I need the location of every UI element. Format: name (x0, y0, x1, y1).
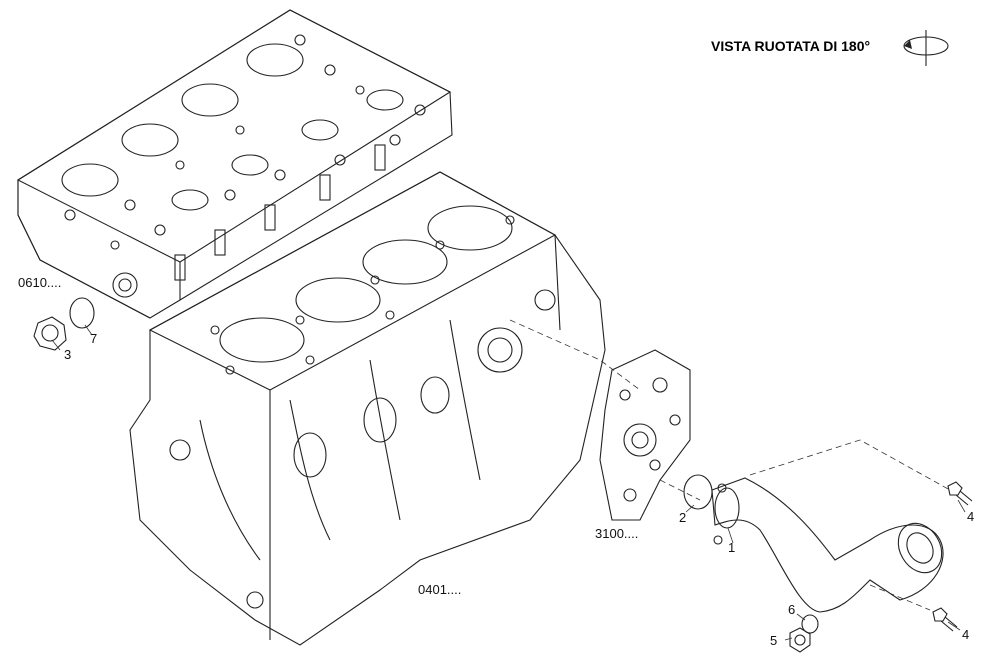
part-label-7: 7 (90, 331, 98, 346)
part-label-4-upper: 4 (967, 509, 975, 524)
cylinder-head (16, 9, 453, 319)
leader-line (957, 499, 966, 513)
ref-label-0401: 0401.... (418, 582, 462, 597)
part-label-6: 6 (788, 602, 796, 617)
assembly-line (869, 584, 931, 611)
assembly-line (749, 439, 951, 491)
plug (33, 316, 67, 351)
leader-line (685, 504, 695, 513)
part-label-3: 3 (64, 347, 72, 362)
leader-line (784, 637, 793, 641)
part-label-2: 2 (679, 510, 687, 525)
bolt-lower (932, 607, 958, 632)
view-note: VISTA RUOTATA DI 180° (711, 38, 871, 54)
assembly-line (659, 479, 701, 501)
part-label-1: 1 (728, 540, 736, 555)
coolant-pipe (711, 477, 944, 613)
gasket-ring (683, 474, 713, 510)
rotate-180-icon (903, 30, 949, 66)
seal-ring (69, 297, 95, 329)
engine-block (129, 171, 606, 646)
pump-housing (599, 349, 691, 521)
part-label-5: 5 (770, 633, 778, 648)
ref-label-0610: 0610.... (18, 275, 62, 290)
leader-line (727, 527, 734, 544)
leader-line (947, 621, 961, 631)
assembly-line (509, 319, 641, 391)
washer (801, 614, 819, 634)
drain-plug (789, 627, 811, 653)
bolt-upper (947, 481, 973, 506)
leader-line (796, 613, 806, 621)
ref-label-3100: 3100.... (595, 526, 639, 541)
leader-line (84, 324, 93, 336)
leader-line (51, 339, 61, 351)
part-label-4-lower: 4 (962, 627, 970, 642)
